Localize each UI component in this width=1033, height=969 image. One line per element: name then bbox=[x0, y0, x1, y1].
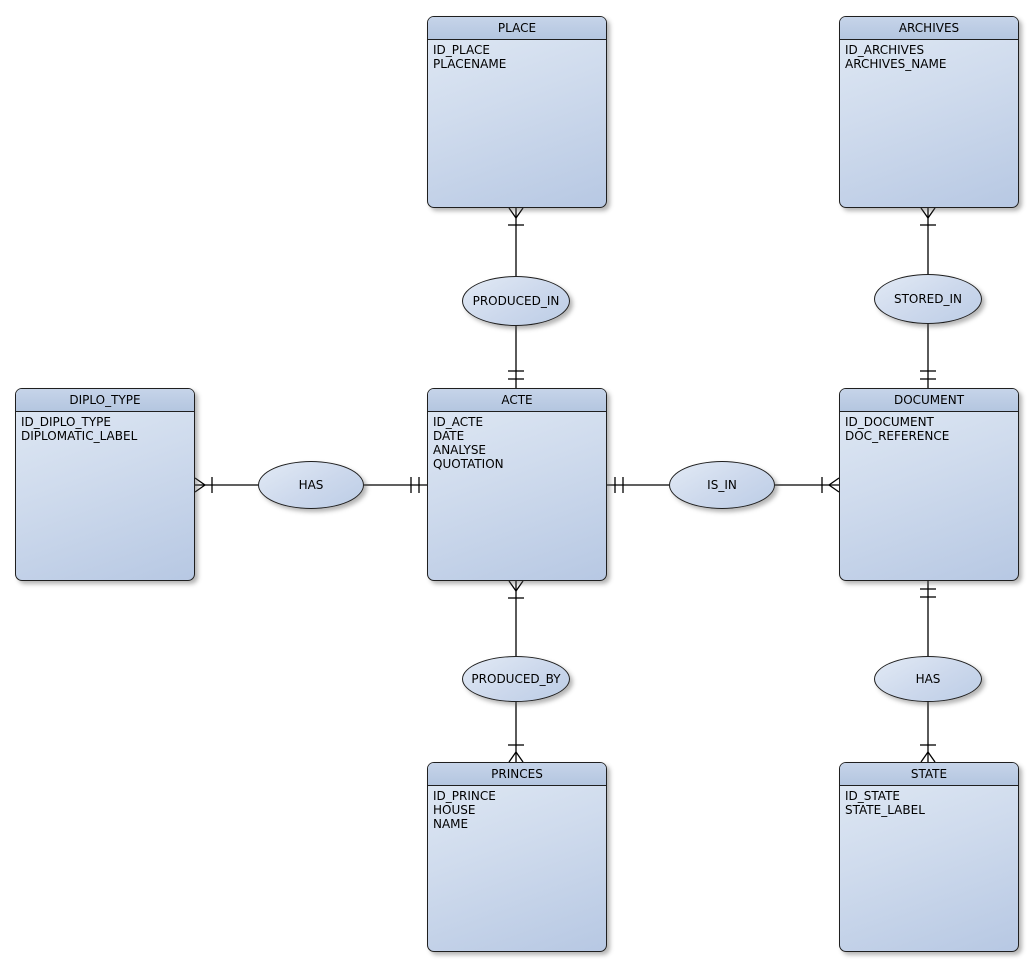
relationship-has-state[interactable]: HAS bbox=[874, 656, 982, 702]
entity-attribute: ID_ARCHIVES bbox=[845, 43, 925, 57]
relationship-produced-in[interactable]: PRODUCED_IN bbox=[462, 276, 570, 326]
entity-acte-title: ACTE bbox=[428, 389, 606, 412]
entity-attribute: ANALYSE bbox=[433, 443, 487, 457]
relationship-has-state-label: HAS bbox=[915, 672, 941, 686]
relationship-produced-in-label: PRODUCED_IN bbox=[472, 294, 560, 308]
entity-attribute: STATE_LABEL bbox=[845, 803, 925, 817]
entity-attribute: DATE bbox=[433, 429, 465, 443]
relationship-stored-in-label: STORED_IN bbox=[893, 292, 963, 306]
entity-attribute: DOC_REFERENCE bbox=[845, 429, 950, 443]
entity-place-title: PLACE bbox=[428, 17, 606, 40]
relationship-has-diplo-label: HAS bbox=[298, 478, 324, 492]
connector-place-produced-in-acte bbox=[508, 207, 524, 388]
entity-princes-title: PRINCES bbox=[428, 763, 606, 786]
entity-diplo-type-title: DIPLO_TYPE bbox=[16, 389, 194, 412]
relationship-produced-by-label: PRODUCED_BY bbox=[471, 672, 561, 686]
relationship-is-in[interactable]: IS_IN bbox=[669, 461, 775, 509]
connector-archives-stored-in-document bbox=[920, 207, 936, 388]
relationship-is-in-label: IS_IN bbox=[707, 478, 737, 492]
connector-acte-produced-by-princes bbox=[508, 580, 524, 763]
entity-attribute: ARCHIVES_NAME bbox=[845, 57, 947, 71]
connector-document-has-state bbox=[920, 581, 936, 763]
entity-attribute: ID_ACTE bbox=[433, 415, 484, 429]
entity-document-title: DOCUMENT bbox=[840, 389, 1018, 412]
entity-attribute: DIPLOMATIC_LABEL bbox=[21, 429, 138, 443]
entity-attribute: NAME bbox=[433, 817, 469, 831]
entity-attribute: ID_DOCUMENT bbox=[845, 415, 934, 429]
relationship-stored-in[interactable]: STORED_IN bbox=[874, 274, 982, 324]
entity-attribute: ID_PLACE bbox=[433, 43, 490, 57]
entity-state-title: STATE bbox=[840, 763, 1018, 786]
entity-attribute: HOUSE bbox=[433, 803, 476, 817]
connector-diplo-type-has-acte bbox=[194, 477, 427, 493]
entity-attribute: ID_STATE bbox=[845, 789, 900, 803]
relationship-produced-by[interactable]: PRODUCED_BY bbox=[462, 656, 570, 702]
connector-acte-is-in-document bbox=[607, 477, 840, 493]
entity-attribute: ID_PRINCE bbox=[433, 789, 496, 803]
relationship-has-diplo[interactable]: HAS bbox=[258, 461, 364, 509]
entity-attribute: QUOTATION bbox=[433, 457, 504, 471]
entity-archives-title: ARCHIVES bbox=[840, 17, 1018, 40]
entity-attribute: ID_DIPLO_TYPE bbox=[21, 415, 111, 429]
entity-attribute: PLACENAME bbox=[433, 57, 507, 71]
